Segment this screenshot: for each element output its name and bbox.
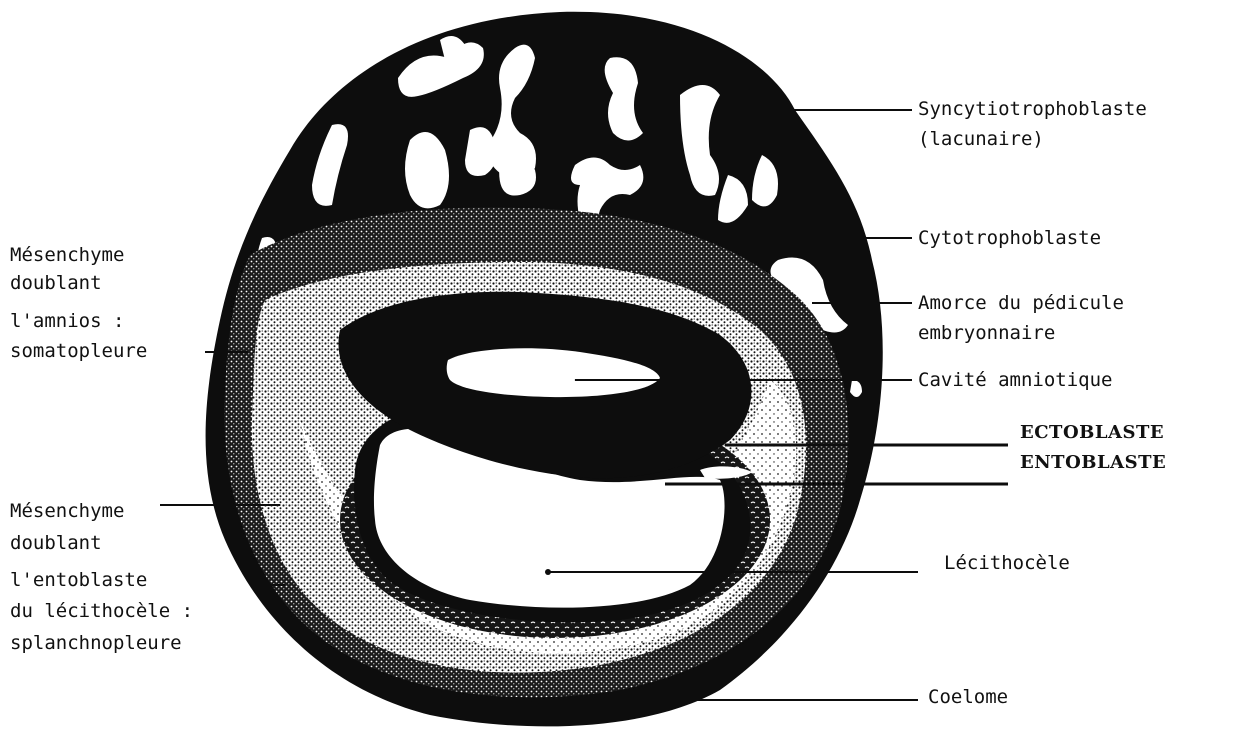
label-coelome: Coelome bbox=[928, 684, 1008, 710]
label-mesenchyme-entoblaste-2: doublant bbox=[10, 530, 102, 556]
label-entoblaste: ENTOBLASTE bbox=[1020, 450, 1166, 475]
label-mesenchyme-amnios-3: l'amnios : bbox=[10, 308, 124, 334]
label-cytotrophoblaste: Cytotrophoblaste bbox=[918, 225, 1101, 251]
label-somatopleure: somatopleure bbox=[10, 338, 147, 364]
label-cavite-amniotique: Cavité amniotique bbox=[918, 367, 1112, 393]
label-mesenchyme-entoblaste-4: du lécithocèle : bbox=[10, 598, 193, 624]
label-ectoblaste: ECTOBLASTE bbox=[1020, 420, 1164, 445]
label-amorce-pedicule: Amorce du pédicule bbox=[918, 290, 1124, 316]
label-mesenchyme-entoblaste-3: l'entoblaste bbox=[10, 567, 147, 593]
label-amorce-embryonnaire: embryonnaire bbox=[918, 320, 1055, 346]
label-mesenchyme-entoblaste-1: Mésenchyme bbox=[10, 498, 124, 524]
label-mesenchyme-amnios-2: doublant bbox=[10, 270, 102, 296]
label-mesenchyme-amnios-1: Mésenchyme bbox=[10, 242, 124, 268]
label-lecithocele: Lécithocèle bbox=[944, 550, 1070, 576]
label-splanchnopleure: splanchnopleure bbox=[10, 630, 182, 656]
label-syncytiotrophoblaste: Syncytiotrophoblaste bbox=[918, 96, 1147, 122]
label-syncytio-lacunaire: (lacunaire) bbox=[918, 126, 1044, 152]
